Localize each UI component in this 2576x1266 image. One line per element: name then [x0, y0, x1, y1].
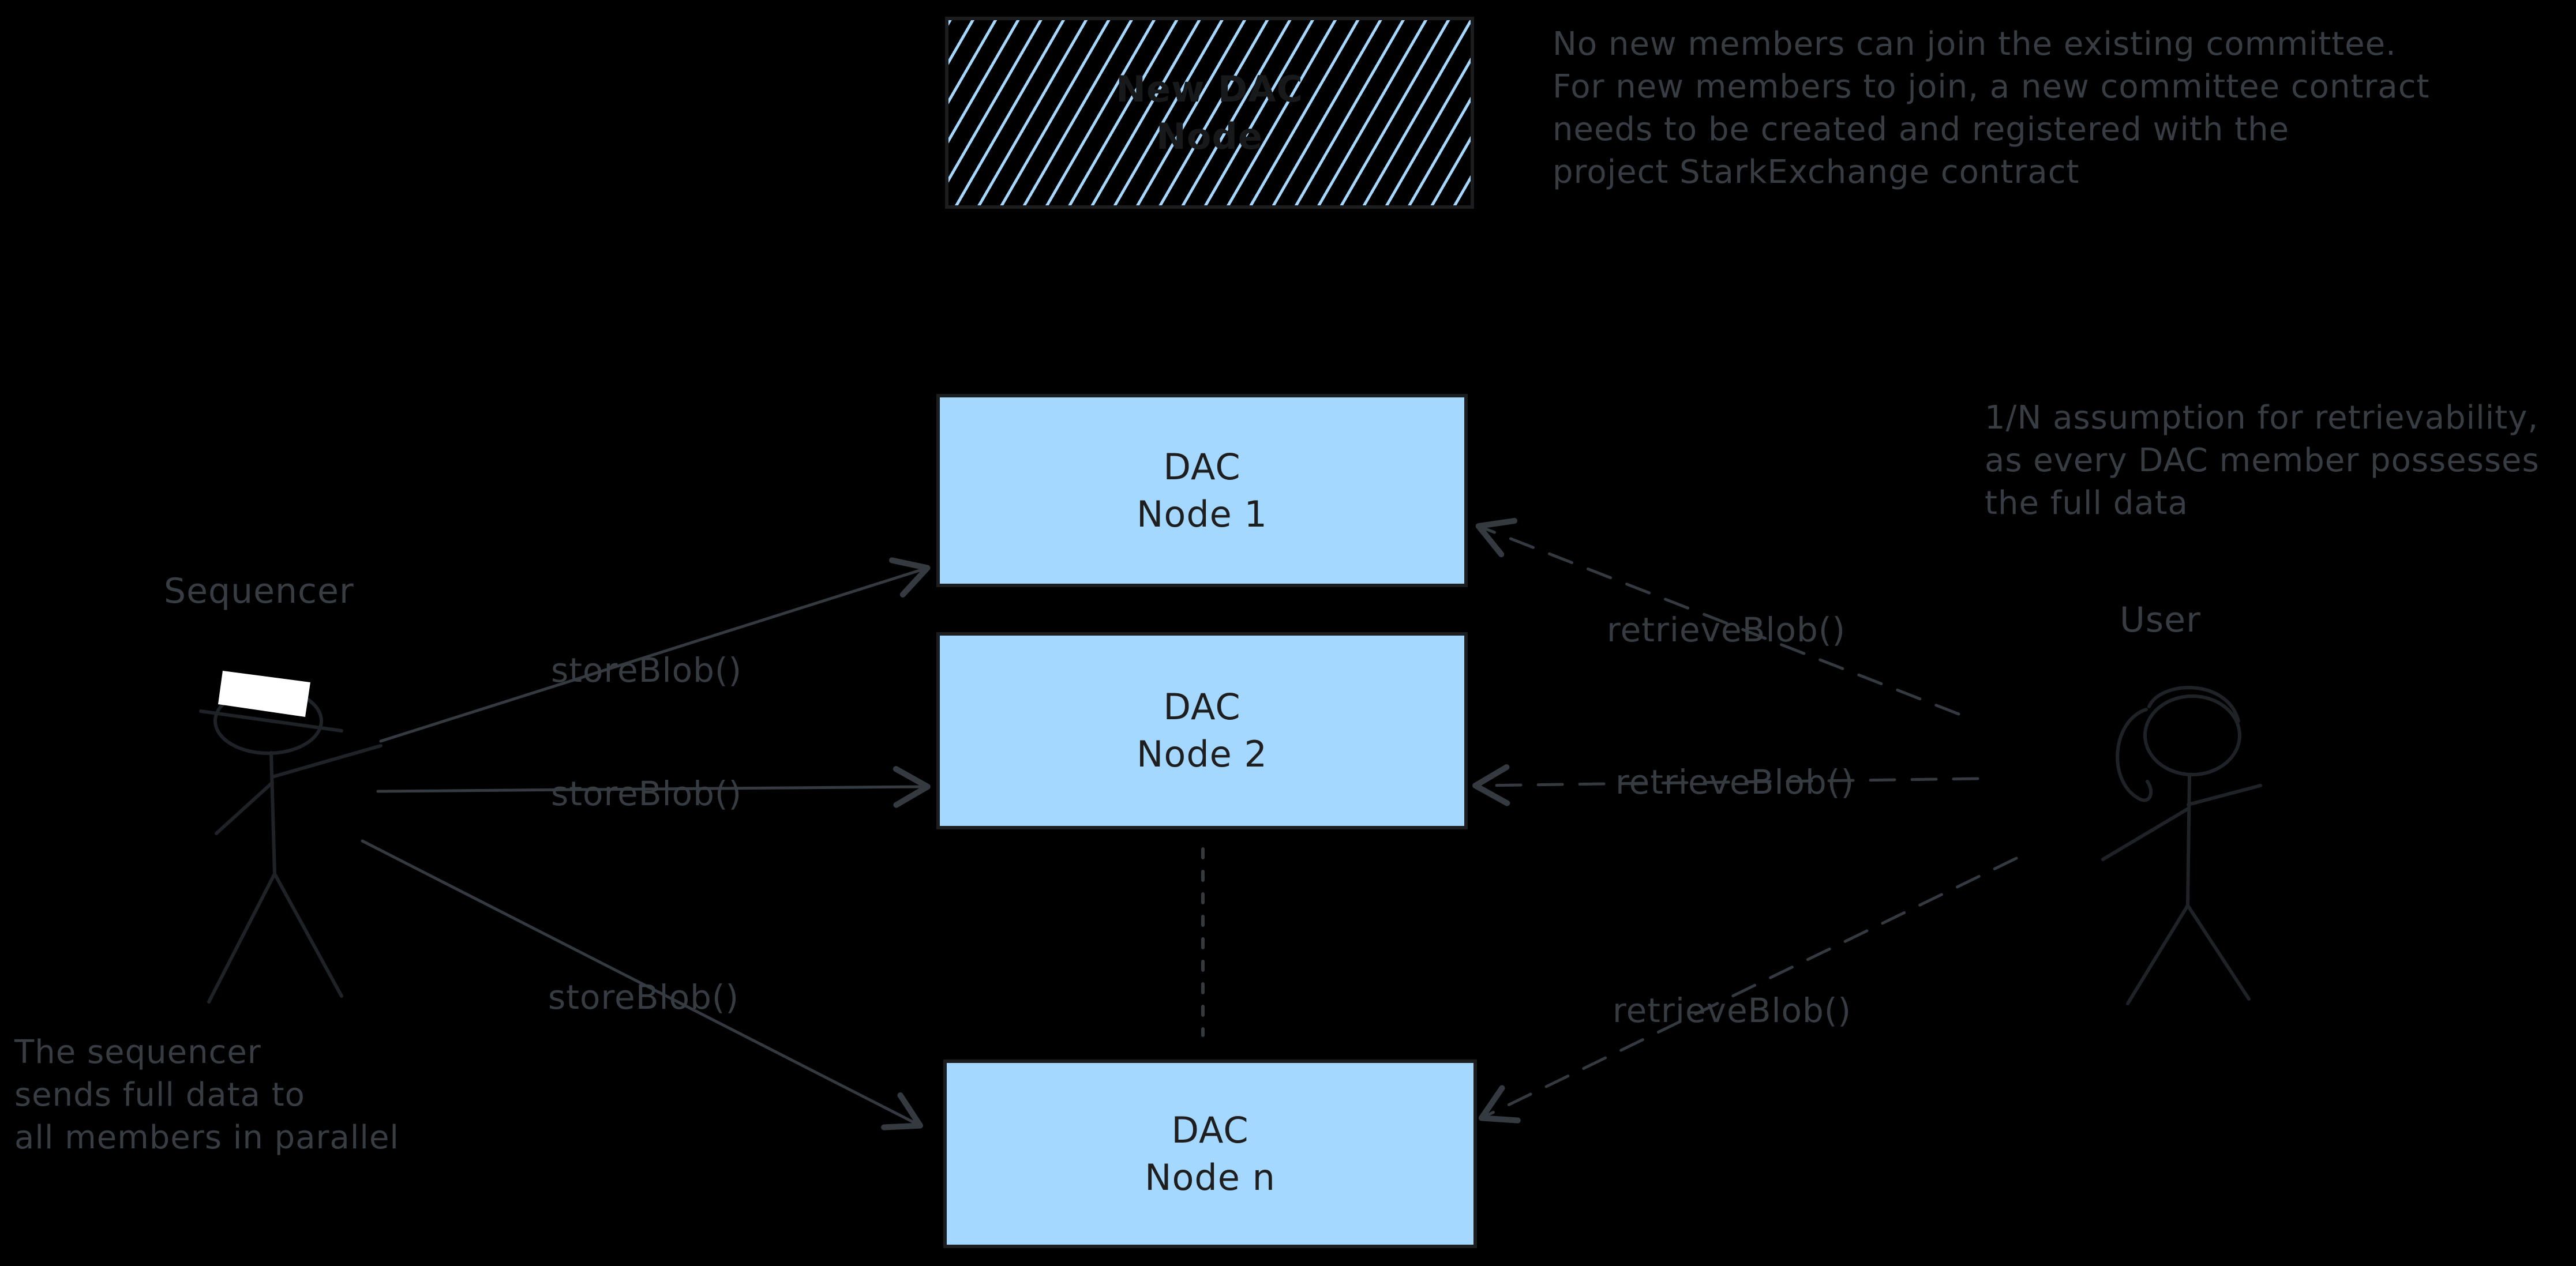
- store-blob-arrow-2: [376, 766, 931, 808]
- store-blob-arrow-3: [361, 839, 924, 1130]
- user-head: [2143, 694, 2241, 776]
- user-leg-right: [2186, 904, 2251, 1001]
- dac-node-2-label: DAC Node 2: [1137, 686, 1268, 775]
- user-right-arm: [2187, 784, 2262, 806]
- user-label: User: [2120, 600, 2201, 640]
- sequencer-torso: [269, 751, 276, 876]
- dac-node-1-label: DAC Node 1: [1137, 445, 1268, 535]
- sequencer-hat: [218, 671, 310, 717]
- dac-node-n-label: DAC Node n: [1145, 1109, 1276, 1199]
- sequencer-right-arm: [271, 744, 383, 779]
- sequencer-leg-right: [273, 872, 343, 998]
- store-blob-arrow-1: [379, 557, 931, 743]
- sequencer-behavior-note: The sequencer sends full data to all mem…: [14, 1034, 399, 1156]
- new-dac-node-box: New DAC Node: [945, 17, 1474, 209]
- retrieve-blob-label-1: retrieveBlob(): [1607, 610, 1846, 649]
- sequencer-label: Sequencer: [164, 571, 354, 611]
- dac-node-1-box: DAC Node 1: [936, 394, 1468, 587]
- retrieve-blob-label-3: retrieveBlob(): [1613, 991, 1852, 1030]
- retrievability-note: 1/N assumption for retrievability, as ev…: [1985, 399, 2540, 522]
- sequencer-left-arm: [215, 781, 274, 835]
- user-ponytail: [2116, 708, 2153, 802]
- store-blob-label-2: storeBlob(): [551, 774, 743, 813]
- retrieve-blob-arrow-3: [1478, 856, 2018, 1124]
- retrieve-blob-arrow-1: [1475, 517, 1960, 716]
- sequencer-figure: [199, 671, 383, 1004]
- user-hair: [2147, 686, 2240, 723]
- dac-node-2-box: DAC Node 2: [936, 632, 1468, 829]
- retrieve-blob-label-2: retrieveBlob(): [1615, 762, 1855, 802]
- user-leg-left: [2126, 904, 2189, 1005]
- retrieve-blob-arrow-2: [1472, 764, 1979, 806]
- sequencer-leg-left: [207, 872, 276, 1004]
- user-left-arm: [2101, 807, 2190, 861]
- sequencer-hat-brim: [199, 709, 343, 732]
- new-dac-node-label: New DAC Node: [1116, 67, 1303, 157]
- user-torso: [2186, 774, 2191, 907]
- committee-note: No new members can join the existing com…: [1553, 25, 2430, 191]
- user-figure: [2101, 686, 2262, 1005]
- store-blob-label-3: storeBlob(): [548, 978, 740, 1017]
- dac-node-n-box: DAC Node n: [943, 1060, 1477, 1248]
- store-blob-label-1: storeBlob(): [551, 651, 743, 690]
